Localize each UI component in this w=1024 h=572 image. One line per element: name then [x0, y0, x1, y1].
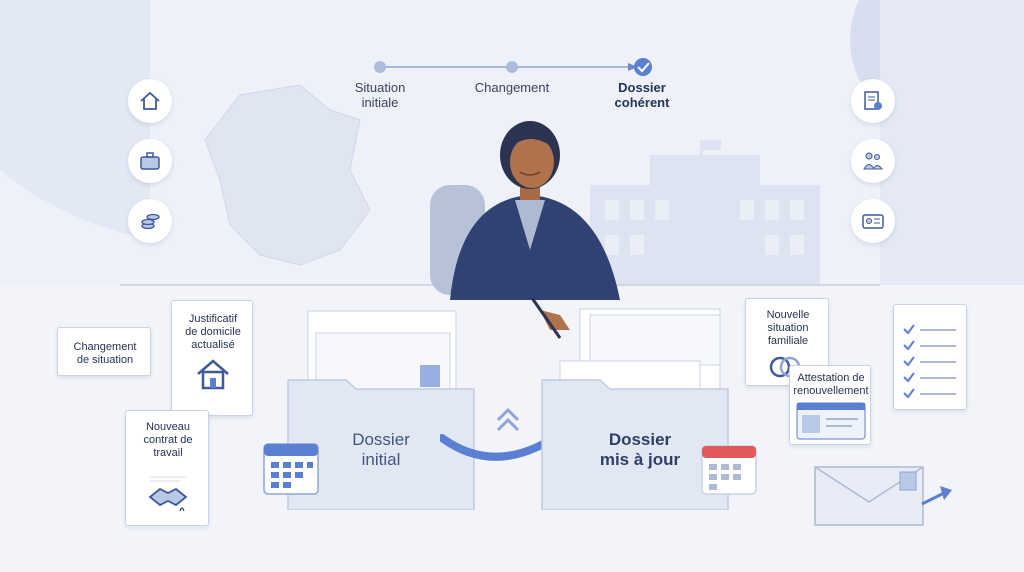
id-card-icon [851, 199, 895, 243]
briefcase-icon [128, 139, 172, 183]
agent-illustration [430, 121, 620, 339]
check-icon [634, 58, 652, 76]
card-contrat-text: Nouveau contrat de travail [143, 421, 193, 459]
house-icon [197, 359, 229, 390]
folder-initial-label: Dossier initial [352, 430, 410, 469]
family-icon [851, 139, 895, 183]
card-familiale-text: Nouvelle situation familiale [766, 309, 810, 347]
envelope-icon [814, 466, 952, 526]
step-label-change: Changement [474, 80, 550, 95]
handshake-icon [148, 476, 188, 512]
home-icon [128, 79, 172, 123]
step-label-coherent: Dossier cohérent [614, 80, 670, 110]
checklist-document-icon [851, 79, 895, 123]
card-changement-situation: Changement de situation [57, 327, 151, 376]
card-attestation-text: Attestation de renouvellement [793, 372, 869, 397]
card-changement-text: Changement de situation [73, 341, 137, 366]
double-chevron-up-icon [496, 407, 520, 432]
folder-updated-label: Dossier mis à jour [599, 430, 681, 469]
step-label-initial: Situation initiale [354, 80, 406, 110]
step-dot-initial [374, 61, 386, 73]
folder-initial [287, 310, 475, 510]
card-domicile-text: Justificatif de domicile actualisé [185, 313, 241, 351]
progress-track [374, 58, 652, 76]
calendar-icon [263, 443, 319, 495]
calendar-red-icon [701, 445, 757, 495]
coins-icon [128, 199, 172, 243]
checklist-document [893, 304, 967, 410]
folder-updated [541, 308, 729, 510]
id-card-document-icon [796, 402, 866, 440]
card-nouveau-contrat: Nouveau contrat de travail [125, 410, 209, 526]
checklist-icon [903, 324, 956, 399]
card-attestation-renouvellement: Attestation de renouvellement [789, 365, 871, 445]
step-dot-change [506, 61, 518, 73]
card-justificatif-domicile: Justificatif de domicile actualisé [171, 300, 253, 416]
